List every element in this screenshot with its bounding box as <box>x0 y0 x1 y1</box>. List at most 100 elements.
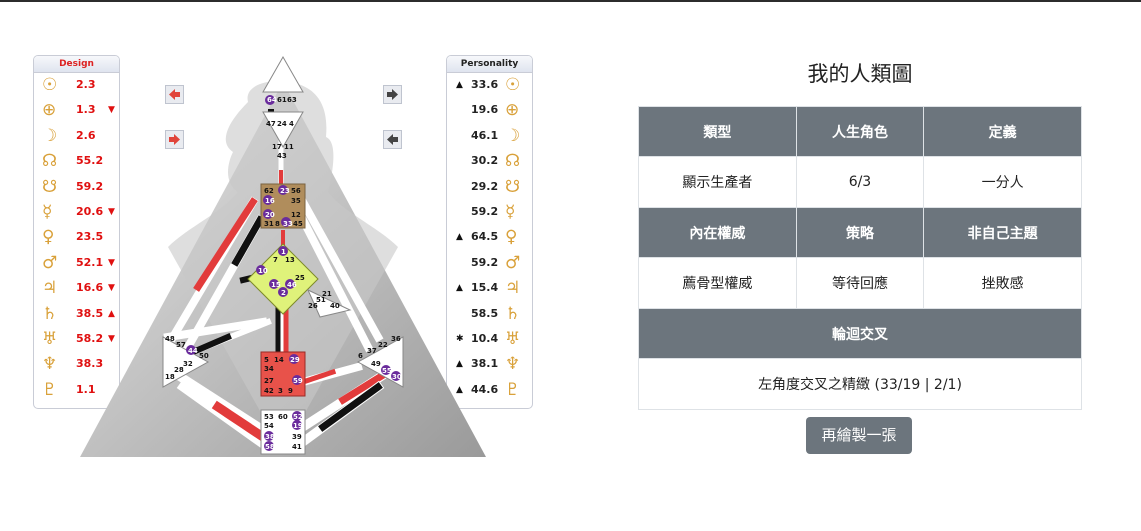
gate-64: 64 <box>267 96 277 104</box>
design-next-arrow-icon[interactable] <box>165 130 184 149</box>
planet-glyph-icon: ☿ <box>42 201 53 222</box>
table-header-row-1: 類型 人生角色 定義 <box>638 106 1082 157</box>
redraw-button[interactable]: 再繪製一張 <box>806 417 912 454</box>
planet-row: ♇44.6▲ <box>447 378 532 403</box>
gate-50: 50 <box>199 352 209 360</box>
planet-row: ♃15.4▲ <box>447 276 532 301</box>
planet-glyph-icon: ☋ <box>42 176 58 197</box>
gate-22: 22 <box>378 341 388 349</box>
header-type: 類型 <box>638 106 797 157</box>
value-authority: 薦骨型權威 <box>638 257 797 309</box>
planet-gate-value: 38.5 <box>76 306 104 320</box>
gate-56: 56 <box>291 187 301 195</box>
planet-row: ♆38.1▲ <box>447 352 532 377</box>
channel-28-38 <box>166 365 270 437</box>
gate-27: 27 <box>264 377 274 385</box>
planet-gate-value: 33.6 <box>471 78 499 91</box>
gate-35: 35 <box>291 197 301 205</box>
planet-gate-value: 58.2 <box>76 331 104 345</box>
planet-glyph-icon: ♃ <box>42 278 58 299</box>
gate-23: 23 <box>280 187 290 195</box>
gate-11: 11 <box>284 143 294 151</box>
channels <box>163 109 395 451</box>
gate-51: 51 <box>316 296 326 304</box>
planet-gate-value: 59.2 <box>471 204 499 218</box>
planet-row: ☋29.2 <box>447 175 532 200</box>
header-strategy: 策略 <box>795 207 925 258</box>
planet-gate-value: 19.6 <box>471 103 499 117</box>
gate-29: 29 <box>290 356 300 364</box>
planet-glyph-icon: ☉ <box>42 75 58 95</box>
design-panel-header: Design <box>34 56 119 73</box>
planet-row: ☋ 59.2 <box>34 175 119 200</box>
channel-49-19-def <box>318 382 383 432</box>
gate-36: 36 <box>391 335 401 343</box>
gate-61: 61 <box>277 96 287 104</box>
planet-gate-value: 55.2 <box>76 154 104 168</box>
planet-gate-value: 38.1 <box>471 357 499 371</box>
planet-row: ♀23.5 <box>34 225 119 250</box>
value-incarnation-cross: 左角度交叉之精緻 (33/19 | 2/1) <box>638 358 1082 410</box>
planet-row: ☽2.6 <box>34 124 119 149</box>
gate-55: 55 <box>382 367 392 375</box>
planet-glyph-icon: ♇ <box>42 379 58 400</box>
page-title: 我的人類圖 <box>807 62 913 86</box>
planet-glyph-icon: ♄ <box>505 303 521 324</box>
planet-status-marker: ▲ <box>456 359 463 370</box>
gate-12: 12 <box>291 211 301 219</box>
value-definition: 一分人 <box>923 156 1082 208</box>
planet-gate-value: 16.6 <box>76 281 104 295</box>
channel-59-6-def <box>299 368 337 386</box>
gate-59: 59 <box>293 377 303 385</box>
planet-row: ☽46.1 <box>447 124 532 149</box>
personality-panel-header: Personality <box>447 56 532 73</box>
gate-54: 54 <box>264 422 274 430</box>
header-authority: 內在權威 <box>638 207 797 258</box>
gate-30: 30 <box>392 373 402 381</box>
planet-glyph-icon: ♃ <box>505 278 521 299</box>
personality-prev-arrow-icon[interactable] <box>383 130 402 149</box>
personality-panel: Personality ☉33.6▲⊕19.6☽46.1☊30.2☋29.2☿5… <box>446 55 533 409</box>
value-profile: 6/3 <box>795 156 925 208</box>
planet-glyph-icon: ☉ <box>505 75 521 95</box>
gate-14: 14 <box>274 356 284 364</box>
table-value-row-3: 左角度交叉之精緻 (33/19 | 2/1) <box>638 358 1082 410</box>
gate-48: 48 <box>165 335 175 343</box>
gate-9: 9 <box>288 387 293 395</box>
value-strategy: 等待回應 <box>795 257 925 309</box>
planet-glyph-icon: ☊ <box>42 151 58 172</box>
planet-row: ♄58.5 <box>447 302 532 327</box>
design-prev-arrow-icon[interactable] <box>165 85 184 104</box>
planet-gate-value: 20.6 <box>76 204 104 218</box>
gate-38: 38 <box>265 433 275 441</box>
gate-18: 18 <box>165 373 175 381</box>
planet-status-marker: ✱ <box>456 333 464 344</box>
personality-next-arrow-icon[interactable] <box>383 85 402 104</box>
gate-8: 8 <box>275 220 280 228</box>
gate-7: 7 <box>273 256 278 264</box>
gate-15: 15 <box>271 281 281 289</box>
gate-37: 37 <box>367 347 377 355</box>
planet-gate-value: 15.4 <box>471 281 499 295</box>
planet-glyph-icon: ♅ <box>505 328 521 349</box>
ajna-center <box>262 111 304 149</box>
planet-row: ⊕19.6 <box>447 98 532 123</box>
planet-gate-value: 59.2 <box>76 179 104 193</box>
gate-13: 13 <box>285 256 295 264</box>
planet-row: ♀64.5▲ <box>447 225 532 250</box>
gate-4: 4 <box>289 120 294 128</box>
planet-glyph-icon: ☊ <box>505 151 521 172</box>
planet-glyph-icon: ♂ <box>42 252 58 273</box>
planet-row: ♅10.4✱ <box>447 327 532 352</box>
planet-gate-value: 23.5 <box>76 230 104 244</box>
planet-gate-value: 30.2 <box>471 154 499 168</box>
table-value-row-1: 顯示生產者 6/3 一分人 <box>638 156 1082 208</box>
gate-16: 16 <box>265 197 275 205</box>
planet-gate-value: 59.2 <box>471 255 499 269</box>
chart-info-table: 類型 人生角色 定義 顯示生產者 6/3 一分人 內在權威 策略 非自己主題 薦… <box>638 106 1082 410</box>
channel-20-57-def <box>231 215 265 267</box>
spleen-center <box>162 336 210 388</box>
gate-2: 2 <box>281 289 286 297</box>
channel-32-54-def <box>211 400 270 444</box>
planet-gate-value: 52.1 <box>76 255 104 269</box>
